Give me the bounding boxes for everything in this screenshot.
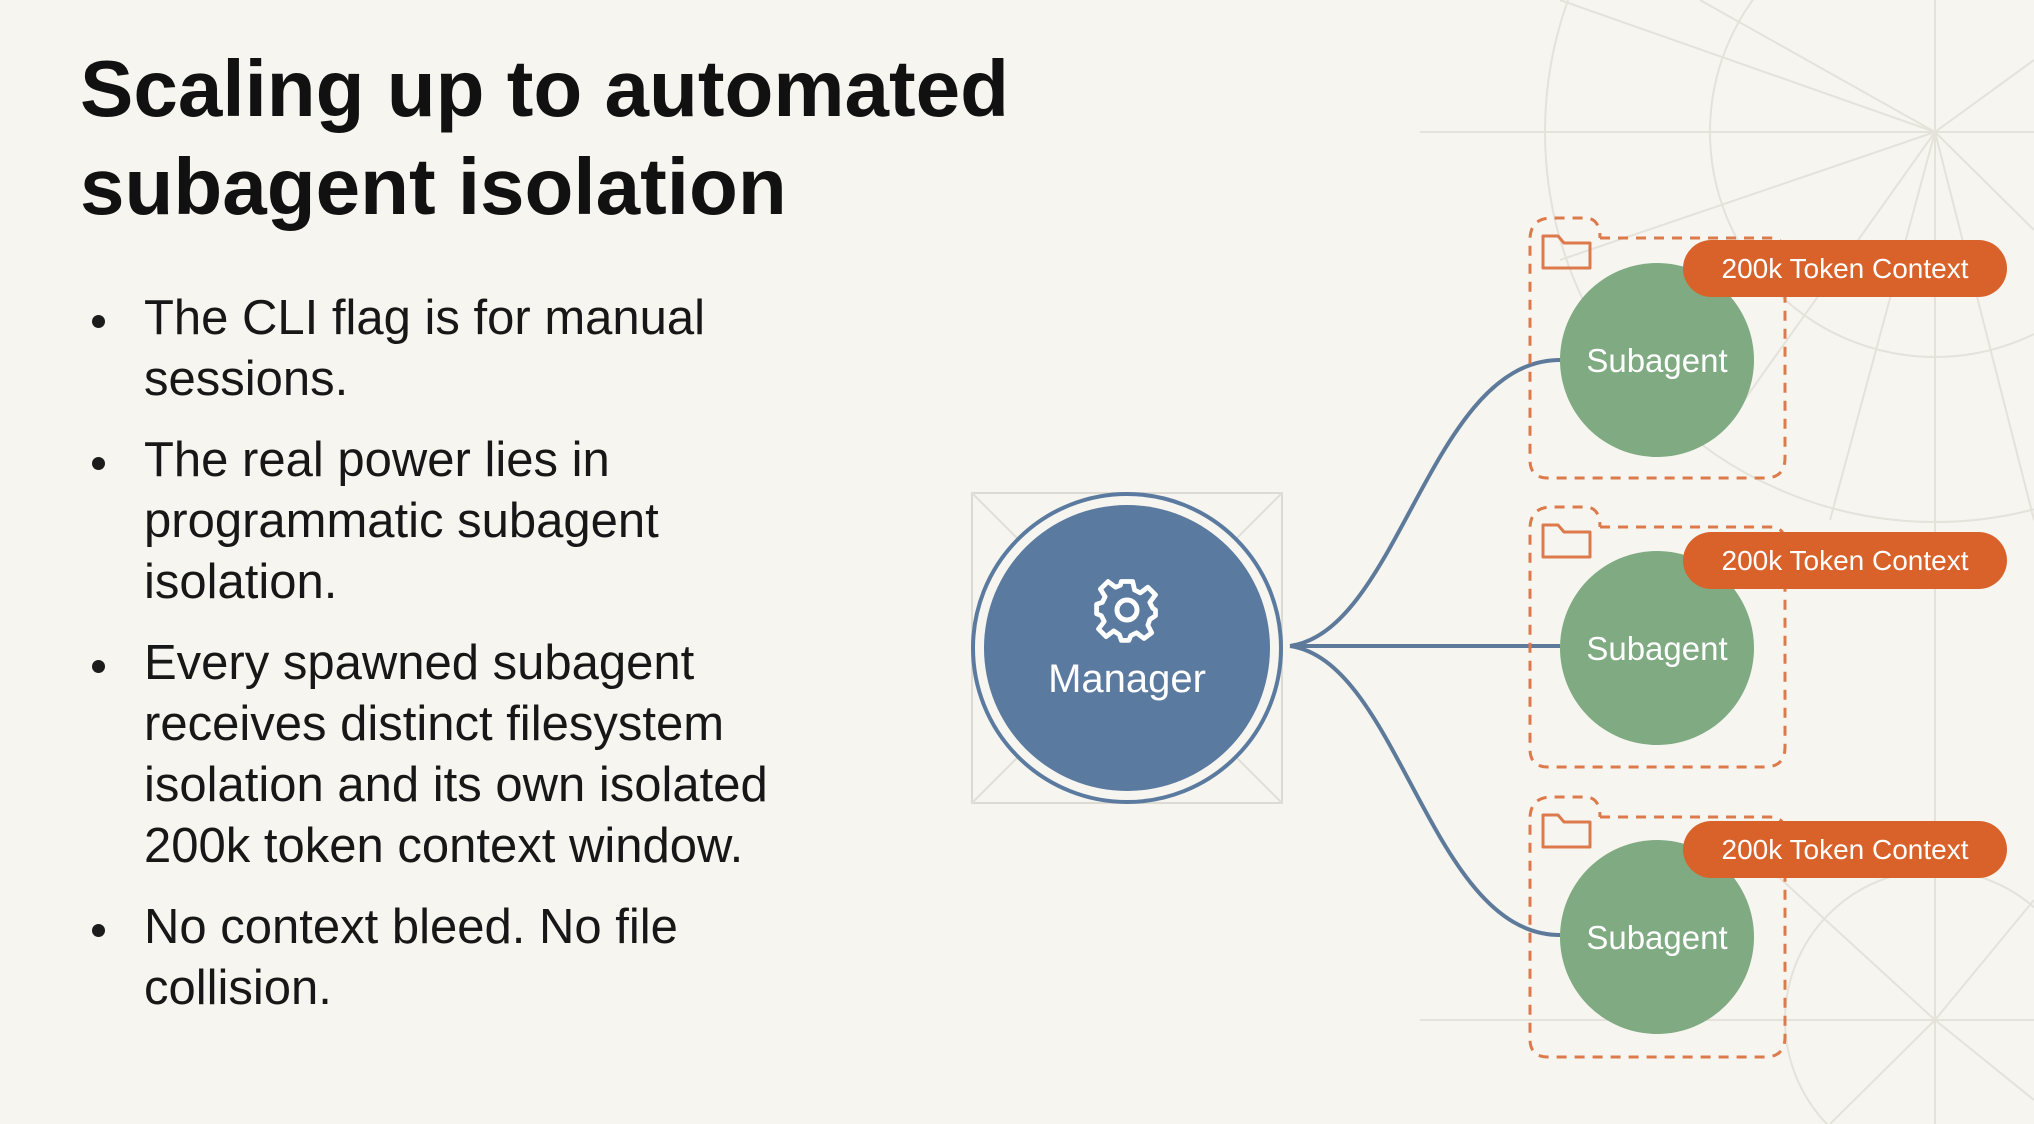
bullet-dot — [92, 315, 105, 328]
bullet-3-line-1: Every spawned subagent — [144, 636, 695, 690]
subagent-node[interactable]: Subagent 200k Token Context — [1528, 505, 2007, 769]
folder-icon — [1541, 813, 1592, 849]
folder-icon — [1541, 234, 1592, 270]
gear-icon — [1094, 579, 1158, 643]
token-context-badge — [1683, 240, 2007, 297]
subagent-circle — [1560, 263, 1754, 457]
bullet-item: Every spawned subagent receives distinct… — [92, 633, 892, 877]
bullet-dot — [92, 457, 105, 470]
bullet-item: The real power lies in programmatic suba… — [92, 430, 892, 613]
bullet-dot — [92, 924, 105, 937]
bullet-2-line-2: programmatic subagent — [144, 494, 659, 548]
title-line-2: subagent isolation — [80, 142, 787, 231]
slide-title: Scaling up to automated subagent isolati… — [80, 40, 1080, 236]
connectors — [1289, 358, 1561, 937]
token-context-badge-label: 200k Token Context — [1722, 253, 1969, 284]
bullet-1-line-1: The CLI flag is for manual — [144, 291, 706, 345]
subagent-circle — [1560, 840, 1754, 1034]
subagent-node[interactable]: Subagent 200k Token Context — [1528, 795, 2007, 1059]
bullet-item: No context bleed. No file collision. — [92, 897, 892, 1019]
connector-to-subagent-1 — [1289, 358, 1561, 648]
bullet-3-line-3: isolation and its own isolated — [144, 758, 768, 812]
folder-icon — [1541, 523, 1592, 559]
bullet-1-line-2: sessions. — [144, 352, 349, 406]
token-context-badge — [1683, 532, 2007, 589]
bullet-4-line-2: collision. — [144, 961, 332, 1015]
subagent-label: Subagent — [1586, 342, 1727, 379]
bullet-2-line-1: The real power lies in — [144, 433, 610, 487]
bullet-4-line-1: No context bleed. No file — [144, 900, 678, 954]
token-context-badge — [1683, 821, 2007, 878]
manager-circle — [984, 505, 1270, 791]
token-context-badge-label: 200k Token Context — [1722, 834, 1969, 865]
subagent-node[interactable]: Subagent 200k Token Context — [1528, 216, 2007, 480]
bullet-3-line-2: receives distinct filesystem — [144, 697, 725, 751]
bullet-3-line-4: 200k token context window. — [144, 819, 744, 873]
bullet-item: The CLI flag is for manual sessions. — [92, 288, 892, 410]
connector-to-subagent-3 — [1289, 644, 1561, 937]
subagent-label: Subagent — [1586, 630, 1727, 667]
token-context-badge-label: 200k Token Context — [1722, 545, 1969, 576]
bullet-list: The CLI flag is for manual sessions. The… — [92, 288, 892, 1039]
subagent-label: Subagent — [1586, 919, 1727, 956]
bullet-2-line-3: isolation. — [144, 555, 338, 609]
bullet-dot — [92, 660, 105, 673]
manager-label: Manager — [1048, 657, 1206, 701]
manager-node[interactable]: Manager — [971, 492, 1283, 804]
title-line-1: Scaling up to automated — [80, 44, 1009, 133]
subagent-circle — [1560, 551, 1754, 745]
